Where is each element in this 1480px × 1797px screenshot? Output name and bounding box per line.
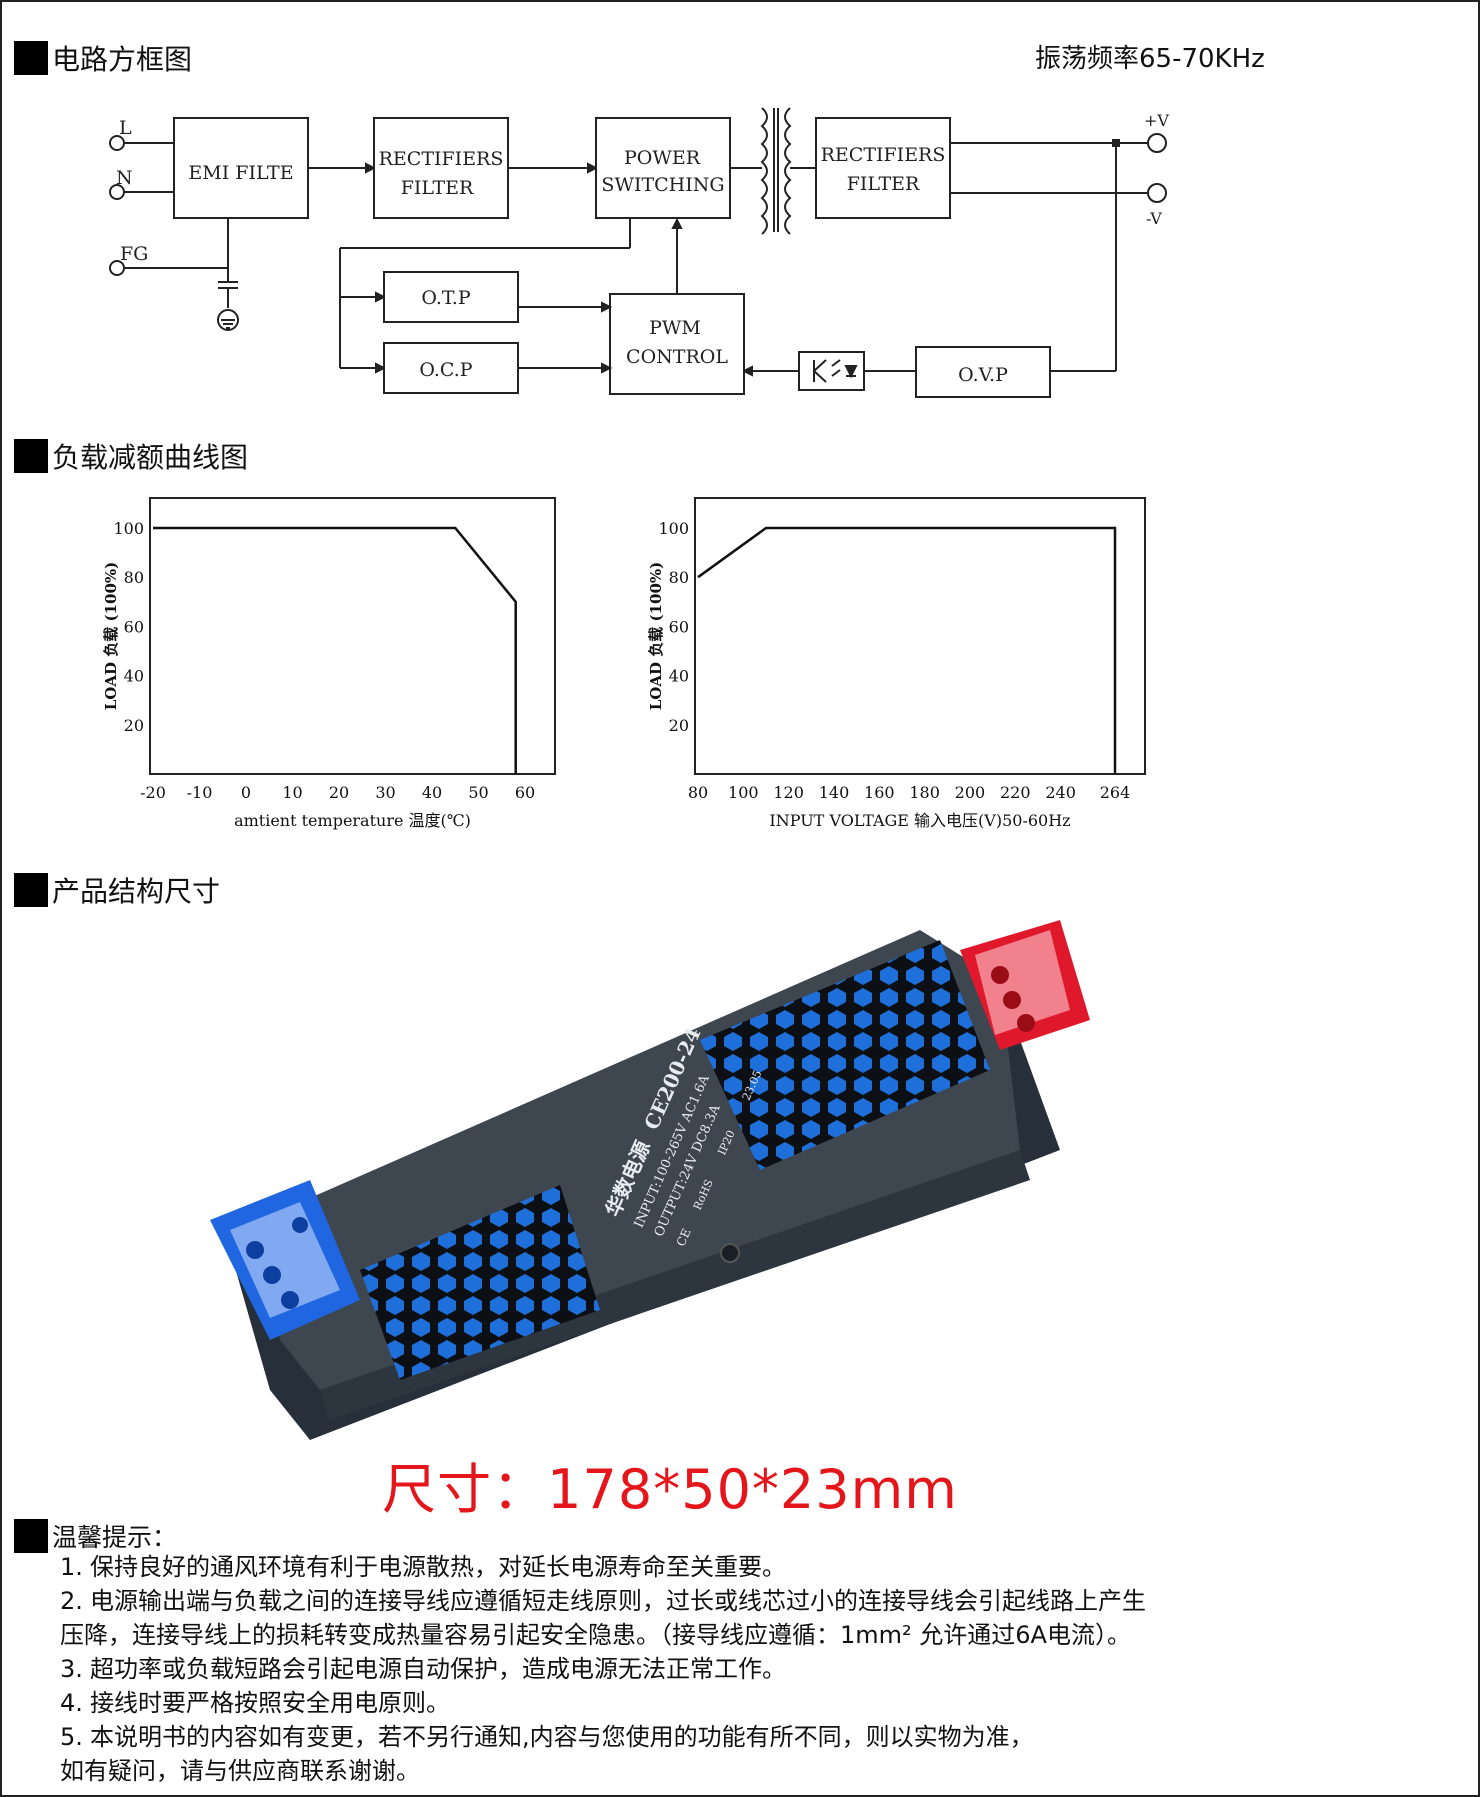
derating-curve — [697, 526, 1117, 774]
x-axis-label: amtient temperature 温度(℃) — [234, 811, 471, 830]
power-switching-line2: SWITCHING — [601, 174, 724, 196]
block-diagram: L N FG +V -V EMI FILTE RECTIFIERS FILTER… — [109, 107, 1169, 398]
x-tick-label: 80 — [688, 783, 708, 802]
section-square-icon — [14, 873, 48, 907]
x-tick-label: 220 — [1000, 783, 1031, 802]
oscillation-frequency: 振荡频率65-70KHz — [1035, 44, 1265, 74]
section-header-derating: 负载减额曲线图 — [14, 436, 248, 476]
y-tick-label: 60 — [669, 617, 689, 636]
tip-item: 4.接线时要严格按照安全用电原则。 — [60, 1689, 450, 1717]
section-square-icon — [14, 41, 48, 75]
emi-filter-block: EMI FILTE — [188, 162, 293, 184]
x-tick-label: 264 — [1100, 783, 1131, 802]
chart-frame — [149, 497, 556, 775]
input-label-fg: FG — [120, 243, 148, 265]
product-dimension: 尺寸：178*50*23mm — [382, 1458, 958, 1521]
x-tick-label: 50 — [468, 783, 488, 802]
tip-item-continued: 如有疑问，请与供应商联系谢谢。 — [60, 1757, 420, 1785]
output-label-pos: +V — [1144, 111, 1169, 130]
x-tick-label: 200 — [955, 783, 986, 802]
x-tick-label: 140 — [819, 783, 850, 802]
x-tick-label: 20 — [329, 783, 349, 802]
tip-item: 2.电源输出端与负载之间的连接导线应遵循短走线原则，过长或线芯过小的连接导线会引… — [60, 1587, 1146, 1615]
x-tick-label: 240 — [1045, 783, 1076, 802]
y-axis-label: LOAD 负载 (100%) — [102, 562, 120, 710]
y-tick-label: 40 — [669, 667, 689, 686]
rectifier1-line1: RECTIFIERS — [379, 148, 504, 170]
chart-frame — [694, 497, 1146, 775]
y-tick-label: 80 — [669, 568, 689, 587]
y-tick-label: 80 — [124, 568, 144, 587]
y-tick-label: 100 — [113, 519, 144, 538]
y-tick-label: 40 — [124, 667, 144, 686]
x-tick-label: -20 — [140, 783, 166, 802]
section-square-icon — [14, 439, 48, 473]
output-label-neg: -V — [1146, 209, 1162, 228]
x-axis-label: INPUT VOLTAGE 输入电压(V)50-60Hz — [769, 811, 1070, 830]
ocp-block: O.C.P — [419, 359, 472, 381]
section-square-icon — [14, 1519, 48, 1553]
tip-item: 5.本说明书的内容如有变更，若不另行通知,内容与您使用的功能有所不同，则以实物为… — [60, 1723, 1034, 1751]
section-title: 温馨提示： — [52, 1523, 178, 1552]
y-axis-label: LOAD 负载 (100%) — [647, 562, 665, 710]
section-header-block-diagram: 电路方框图 — [14, 38, 192, 78]
x-tick-label: 40 — [422, 783, 442, 802]
temperature-derating-chart: 100 80 60 40 20 -20 -10 0 10 20 30 40 50 60 amtient te… — [102, 497, 556, 830]
y-tick-label: 100 — [658, 519, 689, 538]
section-title: 负载减额曲线图 — [52, 441, 249, 474]
tips-list: 1.保持良好的通风环境有利于电源散热，对延长电源寿命至关重要。 2.电源输出端与… — [60, 1550, 1146, 1788]
product-image: 华数电源 CE200-24 INPUT:100-265V AC1.6A OUTP… — [210, 920, 1090, 1440]
y-tick-label: 20 — [669, 716, 689, 735]
derating-curve — [153, 526, 517, 774]
product-ce-mark: CE — [674, 1226, 694, 1248]
tip-item-continued: 压降，连接导线上的损耗转变成热量容易引起安全隐患。（接导线应遵循：1mm² 允许… — [60, 1621, 1131, 1649]
rectifier2-line2: FILTER — [847, 173, 920, 195]
x-tick-label: 30 — [375, 783, 395, 802]
x-tick-label: 60 — [515, 783, 535, 802]
tip-item: 3.超功率或负载短路会引起电源自动保护，造成电源无法正常工作。 — [60, 1655, 786, 1683]
power-switching-line1: POWER — [624, 147, 701, 169]
section-header-structure: 产品结构尺寸 — [14, 870, 220, 910]
ovp-block: O.V.P — [958, 364, 1008, 386]
x-tick-label: 160 — [864, 783, 895, 802]
case-rail — [320, 1150, 1030, 1420]
pwm-line1: PWM — [649, 317, 701, 339]
x-tick-label: -10 — [187, 783, 213, 802]
y-tick-label: 60 — [124, 617, 144, 636]
section-title: 产品结构尺寸 — [52, 875, 221, 908]
pwm-line2: CONTROL — [626, 346, 728, 368]
x-tick-label: 120 — [773, 783, 804, 802]
otp-block: O.T.P — [421, 287, 470, 309]
x-tick-label: 100 — [728, 783, 759, 802]
rectifier1-line2: FILTER — [401, 177, 474, 199]
x-tick-label: 180 — [909, 783, 940, 802]
input-label-n: N — [116, 167, 133, 189]
voltage-derating-chart: 100 80 60 40 20 80 100 120 140 160 180 200 220 240 264… — [647, 497, 1146, 830]
vent-grid-left — [360, 1185, 600, 1380]
x-tick-label: 10 — [282, 783, 302, 802]
section-header-tips: 温馨提示： — [14, 1518, 177, 1554]
x-tick-label: 0 — [241, 783, 251, 802]
input-label-l: L — [119, 117, 132, 139]
section-title: 电路方框图 — [52, 43, 193, 76]
tip-item: 1.保持良好的通风环境有利于电源散热，对延长电源寿命至关重要。 — [60, 1553, 786, 1581]
rectifier2-line1: RECTIFIERS — [821, 144, 946, 166]
vent-grid-right — [700, 940, 990, 1170]
y-tick-label: 20 — [124, 716, 144, 735]
